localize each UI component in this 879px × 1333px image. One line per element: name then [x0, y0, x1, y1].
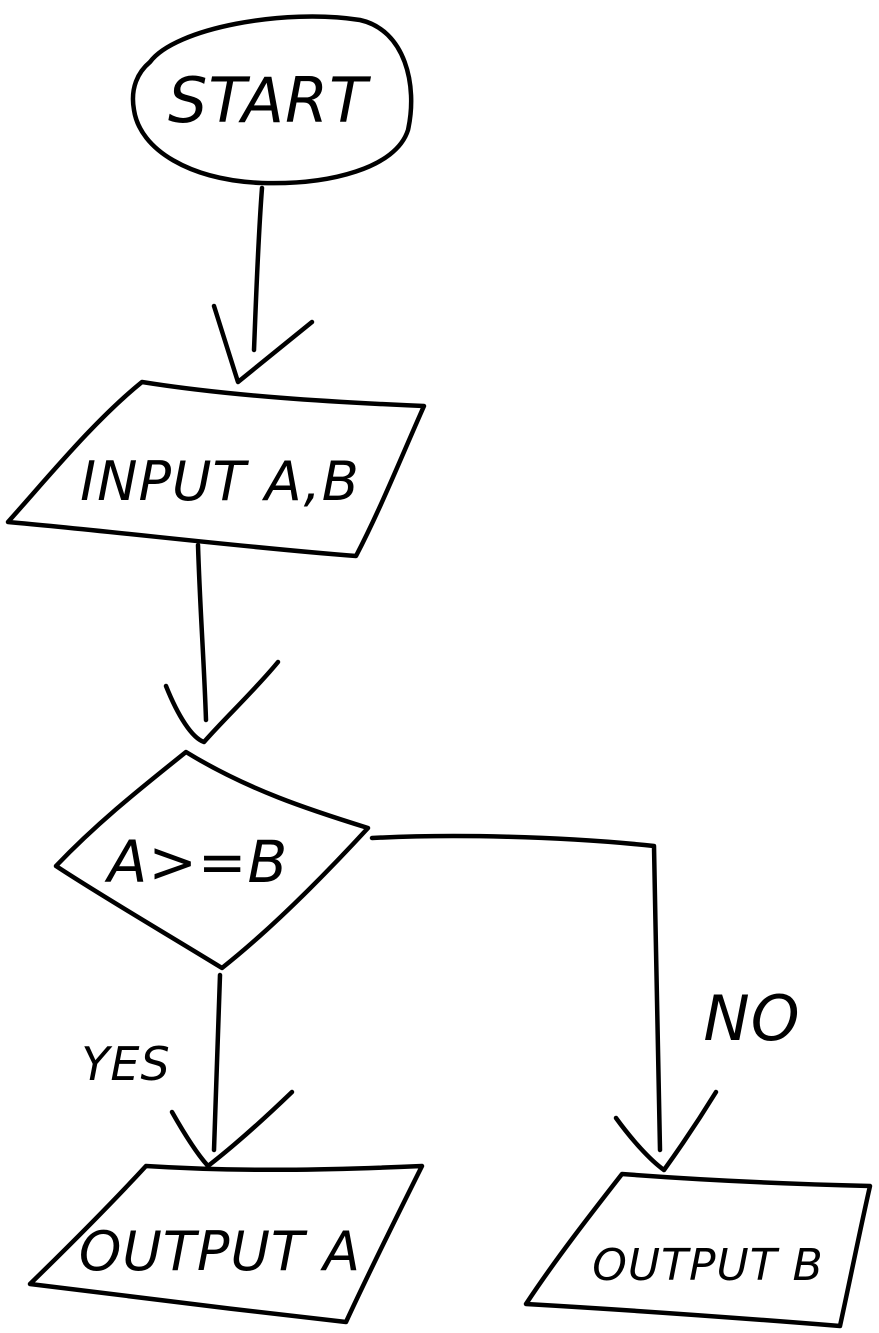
- decision-label: A>=B: [104, 828, 289, 896]
- output-b-parallelogram-shape: [523, 1171, 873, 1329]
- connector-line: [369, 833, 663, 1153]
- connector-line: [251, 185, 265, 353]
- edge-start-to-input: [211, 185, 315, 385]
- edge-decision-yes: YES: [81, 972, 295, 1169]
- arrowhead: [613, 1089, 719, 1173]
- start-label: START: [168, 64, 371, 137]
- start-node: START: [130, 14, 414, 186]
- no-label: NO: [703, 982, 800, 1055]
- arrowhead: [163, 659, 281, 745]
- output-b-node: OUTPUT B: [523, 1171, 873, 1329]
- edge-input-to-decision: [163, 542, 281, 745]
- input-label: INPUT A,B: [80, 450, 360, 513]
- yes-label: YES: [81, 1037, 170, 1091]
- input-parallelogram-shape: [5, 379, 427, 559]
- output-a-node: OUTPUT A: [27, 1163, 425, 1325]
- arrowhead: [169, 1089, 295, 1169]
- start-ellipse-shape: [130, 14, 414, 186]
- connector-line: [195, 542, 209, 723]
- output-a-parallelogram-shape: [27, 1163, 425, 1325]
- output-b-label: OUTPUT B: [592, 1240, 824, 1291]
- connector-line: [211, 972, 223, 1153]
- edge-decision-no: NO: [369, 833, 800, 1173]
- input-node: INPUT A,B: [5, 379, 427, 559]
- decision-node: A>=B: [53, 749, 371, 971]
- output-a-label: OUTPUT A: [79, 1220, 361, 1283]
- arrowhead: [211, 303, 315, 385]
- decision-diamond-shape: [53, 749, 371, 971]
